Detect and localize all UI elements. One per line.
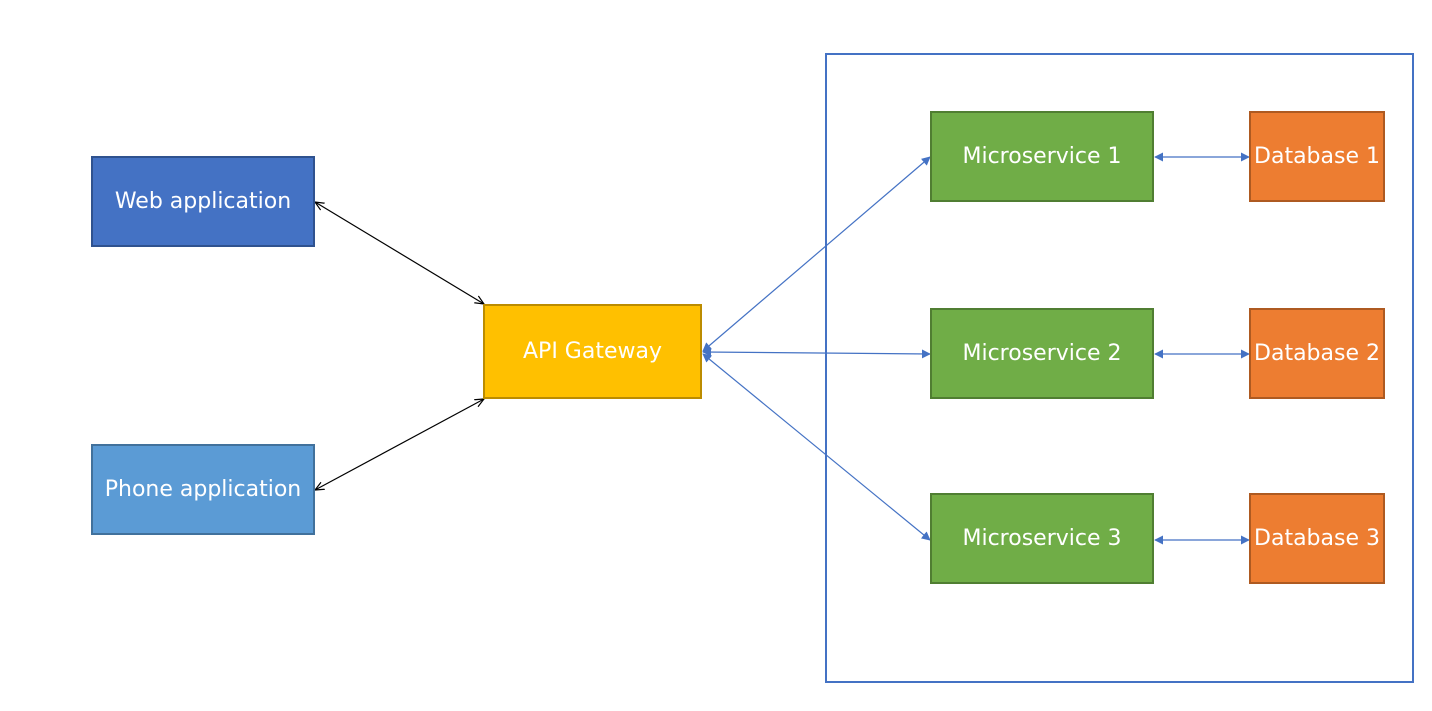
phone-application-label: Phone application bbox=[104, 476, 302, 502]
phone-application-node: Phone application bbox=[91, 444, 315, 535]
database-2-node: Database 2 bbox=[1249, 308, 1385, 399]
microservice-2-label: Microservice 2 bbox=[962, 340, 1122, 366]
database-2-label: Database 2 bbox=[1254, 340, 1380, 366]
microservice-1-node: Microservice 1 bbox=[930, 111, 1154, 202]
microservice-2-node: Microservice 2 bbox=[930, 308, 1154, 399]
microservice-3-label: Microservice 3 bbox=[962, 525, 1122, 551]
web-application-node: Web application bbox=[91, 156, 315, 247]
api-gateway-node: API Gateway bbox=[483, 304, 702, 399]
edge-web-to-gateway bbox=[315, 202, 484, 304]
microservice-1-label: Microservice 1 bbox=[962, 143, 1122, 169]
microservice-3-node: Microservice 3 bbox=[930, 493, 1154, 584]
web-application-label: Web application bbox=[114, 188, 292, 214]
database-1-label: Database 1 bbox=[1254, 143, 1380, 169]
edge-gateway-to-ms2 bbox=[702, 347, 931, 359]
database-3-node: Database 3 bbox=[1249, 493, 1385, 584]
api-gateway-label: API Gateway bbox=[523, 338, 662, 364]
edge-gateway-to-ms3 bbox=[702, 353, 931, 541]
edge-phone-to-gateway bbox=[315, 399, 484, 490]
database-3-label: Database 3 bbox=[1254, 525, 1380, 551]
edge-gateway-to-ms1 bbox=[702, 156, 931, 352]
database-1-node: Database 1 bbox=[1249, 111, 1385, 202]
